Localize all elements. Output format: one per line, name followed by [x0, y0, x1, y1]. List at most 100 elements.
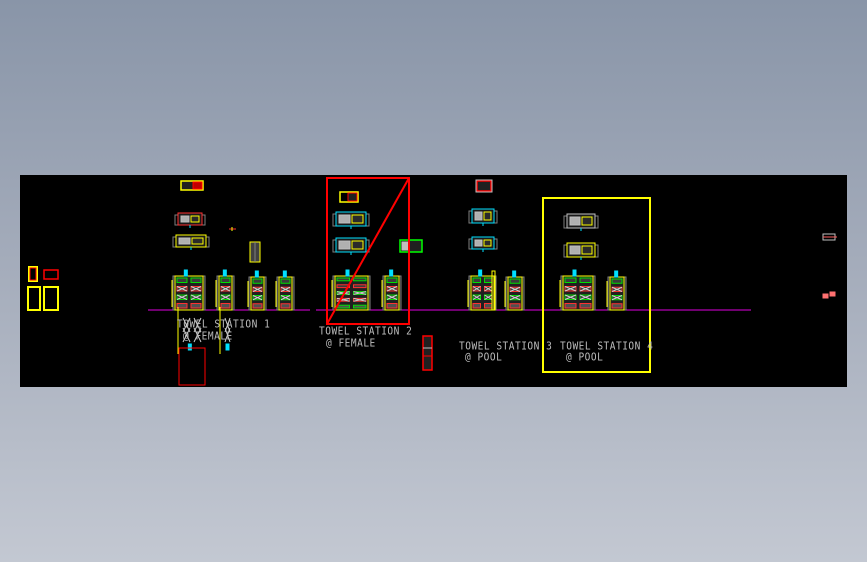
st1-detail-2-x: [224, 317, 231, 333]
st3-elev-2-cell: [509, 278, 521, 284]
station-3-location: @ POOL: [465, 351, 503, 364]
station-2-location: @ FEMALE: [326, 337, 376, 350]
st3-elev-1-fixture: [478, 269, 483, 277]
st4-elev-1-cell: [564, 277, 577, 283]
station-1-location: @ FEMALE: [183, 330, 233, 343]
st1-elev-1-cell: [176, 303, 188, 309]
st1-plan-1-basin: [180, 215, 190, 223]
cad-drawing: [27, 177, 837, 386]
st1-elev-1-x: [190, 286, 202, 292]
st3-plan-2-bay: [483, 239, 492, 247]
st1-elev-2-cell: [220, 277, 231, 283]
st1-elev-3-cell: [252, 278, 263, 284]
st3-plan-1-basin: [474, 211, 483, 221]
st4-plan-2-bay: [581, 245, 593, 255]
st3-elev-1-cell: [472, 277, 481, 283]
st3-elev-2-cell: [509, 303, 521, 309]
st1-elev-2-cell: [220, 303, 231, 309]
st2-elev-2-fixture: [389, 269, 394, 277]
st2-detail: [422, 335, 433, 371]
st2-elev-1-x: [353, 291, 367, 295]
detail-door-4: [43, 286, 59, 311]
st3-elev-1-x: [472, 294, 481, 300]
st1-elev-1: [174, 275, 204, 311]
st2-elev-1-cell: [353, 277, 367, 282]
st4-elev-1-x: [579, 294, 592, 300]
st4-elev-2-fixture: [614, 270, 619, 278]
st4-elev-1-cell: [579, 277, 592, 283]
st3-plan-1-bay: [483, 211, 492, 221]
right-detail-3: [829, 291, 836, 297]
st3-elev-1-cell: [484, 303, 493, 309]
station-4-title: TOWEL STATION 4: [560, 340, 654, 353]
st3-elev-1-x: [472, 286, 481, 292]
detail-door-1: [28, 266, 38, 282]
st1-detail-1-x: [193, 317, 202, 333]
station-4-highlight-box: [542, 197, 651, 373]
st1-plan-2-basin: [178, 237, 191, 245]
st1-plan-top-red: [192, 181, 203, 190]
st4-elev-2-x: [611, 295, 623, 301]
st2-plan-1-bay: [351, 214, 364, 224]
st4-elev-2-cell: [611, 278, 623, 284]
detail-door-2: [43, 269, 59, 280]
st1-elev-2-x: [220, 286, 231, 292]
st1-elev-1-x: [176, 286, 188, 292]
st3-elev-2-x: [509, 295, 521, 301]
st4-elev-1: [562, 275, 594, 311]
st4-plan-2-basin: [569, 245, 581, 255]
st2-elev-1-fixture: [345, 269, 350, 277]
st1-elev-4-x: [280, 295, 291, 301]
st3-elev-2-fixture: [512, 270, 517, 278]
st3-elev-1: [470, 275, 495, 311]
st1-detail-1-box: [178, 347, 206, 386]
station-2-title: TOWEL STATION 2: [319, 325, 413, 338]
st4-plan-1-bay: [581, 216, 593, 226]
st1-elev-3-fixture: [254, 270, 259, 278]
st4-elev-1-x: [564, 294, 577, 300]
st1-elev-1-cell: [176, 277, 188, 283]
detail-door-3: [27, 286, 41, 311]
st1-plan-2-bay: [191, 237, 204, 245]
station-1-title: TOWEL STATION 1: [177, 318, 271, 331]
st2-plan-2-basin: [338, 240, 351, 250]
st3-plan-top-out: [475, 179, 493, 193]
st1-elev-1-fixture: [183, 269, 188, 277]
st1-plan-1-bay: [190, 215, 200, 223]
st3-elev-1-cell: [484, 277, 493, 283]
detail-door-1-inner: [29, 267, 37, 281]
st2-plan-2-bay: [351, 240, 364, 250]
st2-elev-2-cell: [386, 277, 398, 283]
st2-elev-1-cell: [336, 284, 350, 289]
st3-elev-rail: [491, 270, 496, 311]
st1-elev-3-x: [252, 286, 263, 292]
st1-elev-4-cell: [280, 278, 291, 284]
st2-elev-2-cell: [386, 303, 398, 309]
st2-elev-1-x: [353, 297, 367, 302]
st2-elev-2-x: [386, 286, 398, 292]
station-4-location: @ POOL: [566, 351, 604, 364]
st1-elev-1-x: [176, 294, 188, 300]
st1-elev-4-fixture: [282, 270, 287, 278]
st4-elev-1-x: [564, 286, 577, 292]
st1-elev-1-x: [190, 294, 202, 300]
cad-drawing-canvas[interactable]: TOWEL STATION 1 @ FEMALE TOWEL STATION 2…: [20, 175, 847, 387]
st1-elev-3-x: [252, 295, 263, 301]
st3-elev-1-x: [484, 294, 493, 300]
right-detail-2: [822, 293, 829, 299]
st3-elev-1-cell: [472, 303, 481, 309]
st1-elev-1-cell: [190, 303, 202, 309]
st1-detail-1-fixture: [187, 343, 192, 351]
st2-plan-top-red: [347, 192, 358, 202]
st2-elev-2-x: [386, 294, 398, 300]
st1-elev-2-x: [220, 294, 231, 300]
st1-elev-1-cell: [190, 277, 202, 283]
st3-plan-top: [476, 180, 492, 192]
st1-detail-1-x: [182, 317, 191, 333]
st1-elev-4-x: [280, 286, 291, 292]
station-2-highlight-box: [326, 177, 410, 325]
st1-elev-3-cell: [252, 303, 263, 309]
station-3-title: TOWEL STATION 3: [459, 340, 553, 353]
st4-elev-1-fixture: [572, 269, 577, 277]
st1-elev-2-fixture: [222, 269, 227, 277]
